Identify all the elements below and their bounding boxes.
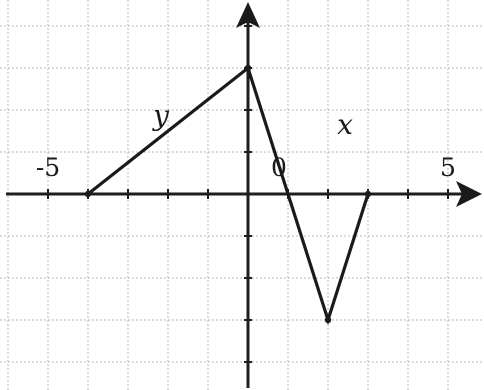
data-point-0-3 [364, 190, 372, 198]
x-axis-label: x [337, 108, 353, 141]
data-point-0-2 [324, 316, 332, 324]
series-layer [84, 64, 372, 326]
x-tick-label--5: -5 [36, 153, 60, 182]
data-point-0-0 [84, 190, 92, 198]
y-axis-label: y [151, 99, 170, 132]
x-tick-label-5: 5 [440, 153, 456, 182]
series-line-0 [87, 65, 370, 326]
data-point-0-1 [244, 64, 252, 72]
labels: -5 0 5 x y [36, 99, 456, 182]
x-tick-label-0: 0 [271, 153, 287, 182]
x-axis-arrow [456, 181, 482, 207]
y-axis-arrow [236, 2, 260, 28]
